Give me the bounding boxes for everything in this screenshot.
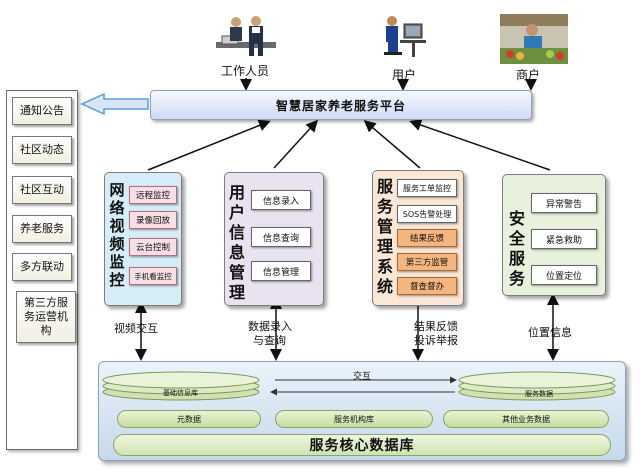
video-monitor-panel: 网络视频监控 远程监控 录像回放 云台控制 手机看监控 — [104, 172, 182, 306]
safety-item-warning: 异常警告 — [531, 193, 597, 213]
db-row-metadata: 元数据 — [117, 410, 261, 428]
platform-bar: 智慧居家养老服务平台 — [150, 90, 532, 120]
video-item-remote: 远程监控 — [129, 186, 177, 204]
video-item-playback: 录像回放 — [129, 211, 177, 229]
safety-item-rescue: 紧急救助 — [531, 229, 597, 249]
database-disks — [102, 371, 616, 401]
service-item-sos: SOS告警处理 — [397, 205, 457, 223]
user-computer-icon — [384, 16, 426, 57]
user-info-item-manage: 信息管理 — [251, 261, 311, 281]
portal-item-community-news: 社区动态 — [12, 136, 72, 164]
video-item-mobile: 手机看监控 — [129, 267, 177, 285]
core-database-panel: 基础信息库 服务数据 交互 元数据 服务机构库 其他业务数据 服务核心数据库 — [98, 361, 626, 461]
staff-icon — [216, 16, 276, 56]
platform-title: 智慧居家养老服务平台 — [275, 98, 406, 113]
service-item-feedback: 结果反馈 — [397, 229, 457, 247]
user-info-title: 用户信息管理 — [228, 183, 245, 302]
db-row-institutions: 服务机构库 — [275, 410, 433, 428]
role-label-user: 用户 — [392, 68, 417, 82]
service-item-third-party: 第三方监管 — [397, 253, 457, 271]
safety-item-location: 位置定位 — [531, 265, 597, 285]
edge-label-video: 视频交互 — [114, 322, 158, 335]
service-item-workorder: 服务工单监控 — [397, 179, 457, 197]
merchant-icon — [500, 14, 568, 64]
role-label-merchant: 商户 — [516, 68, 541, 82]
portal-item-linkage: 多方联动 — [12, 253, 72, 281]
service-item-supervise: 督查督办 — [397, 277, 457, 295]
db-exchange-label: 交互 — [353, 372, 372, 382]
video-monitor-title: 网络视频监控 — [109, 181, 125, 289]
portal-item-community-interaction: 社区互动 — [12, 176, 72, 204]
user-info-item-query: 信息查询 — [251, 227, 311, 247]
db-title: 服务核心数据库 — [113, 434, 611, 456]
edge-label-safety: 位置信息 — [528, 326, 572, 339]
db-left-disk-label: 基础信息库 — [163, 389, 198, 397]
portal-column: 通知公告 社区动态 社区互动 养老服务 多方联动 第三方服务运营机构 — [6, 90, 78, 450]
safety-panel: 安全服务 异常警告 紧急救助 位置定位 — [502, 174, 606, 296]
service-mgmt-panel: 服务管理系统 服务工单监控 SOS告警处理 结果反馈 第三方监管 督查督办 — [372, 170, 464, 306]
portal-item-notice: 通知公告 — [12, 97, 72, 125]
db-row-other: 其他业务数据 — [443, 410, 609, 428]
db-right-disk-label: 服务数据 — [525, 390, 553, 398]
service-mgmt-title: 服务管理系统 — [376, 177, 393, 296]
user-info-panel: 用户信息管理 信息录入 信息查询 信息管理 — [224, 172, 324, 306]
portal-item-third-party: 第三方服务运营机构 — [16, 291, 76, 343]
safety-title: 安全服务 — [508, 209, 525, 288]
edge-label-service-2: 投诉举报 — [414, 334, 458, 347]
role-label-staff: 工作人员 — [221, 64, 270, 78]
video-item-ptz: 云台控制 — [129, 238, 177, 256]
edge-label-user-1: 数据录入 — [248, 320, 292, 333]
edge-label-user-2: 与查询 — [253, 334, 286, 347]
edge-label-service-1: 结果反馈 — [414, 320, 458, 333]
portal-item-elderly-service: 养老服务 — [12, 215, 72, 243]
user-info-item-entry: 信息录入 — [251, 190, 311, 210]
